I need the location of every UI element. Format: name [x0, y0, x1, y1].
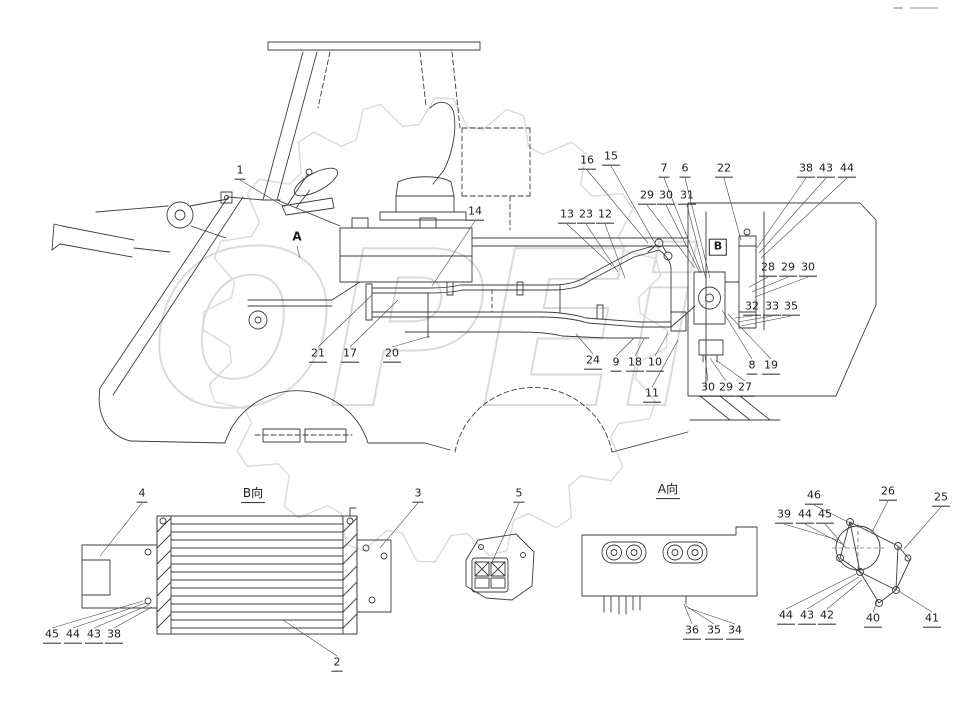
ac-hoses	[365, 244, 696, 339]
part-number-label: 45	[816, 508, 834, 524]
part-number-label: 26	[879, 485, 897, 501]
part-number-label: 41	[923, 612, 941, 628]
part-number-label: 30	[799, 261, 817, 277]
part-number-label: 22	[715, 162, 733, 178]
part-number-label: 35	[705, 624, 723, 640]
seat	[379, 101, 467, 221]
view-title: A向	[655, 482, 681, 499]
part-number-label: 33	[763, 300, 781, 316]
part-number-label: 43	[85, 628, 103, 644]
part-number-label: 34	[726, 624, 744, 640]
vent-panel-a-view	[581, 526, 758, 615]
part-number-label: 13	[558, 208, 576, 224]
part-number-label: 44	[777, 609, 795, 625]
part-number-label: 10	[646, 356, 664, 372]
part-number-label: 46	[805, 489, 823, 505]
part-number-label: 43	[817, 162, 835, 178]
tensioner-bracket	[831, 518, 912, 607]
view-title: B向	[240, 486, 266, 503]
part-number-label: 43	[798, 609, 816, 625]
part-number-label: 44	[796, 508, 814, 524]
part-number-label: 2	[331, 656, 343, 672]
section-letter: B	[708, 238, 728, 256]
ac-components	[647, 228, 757, 363]
watermark-gear-icon	[202, 97, 668, 563]
watermark: OPEi	[151, 97, 705, 563]
part-number-label: 29	[717, 381, 735, 397]
part-number-label: 38	[105, 628, 123, 644]
part-number-label: 9	[610, 356, 622, 372]
part-number-label: 25	[932, 491, 950, 507]
part-number-label: 3	[412, 487, 424, 503]
part-number-label: 15	[602, 150, 620, 166]
part-number-label: 35	[782, 300, 800, 316]
part-number-label: 11	[643, 387, 661, 403]
part-number-label: 6	[679, 162, 691, 178]
part-number-label: 28	[759, 261, 777, 277]
part-number-label: 12	[596, 208, 614, 224]
front-frame	[98, 191, 689, 453]
part-number-label: 30	[657, 189, 675, 205]
part-number-label: 36	[683, 624, 701, 640]
part-number-label: 17	[341, 347, 359, 363]
condenser-b-view	[81, 507, 392, 635]
part-number-label: 30	[699, 381, 717, 397]
part-number-label: 39	[775, 508, 793, 524]
lift-arm	[51, 198, 229, 258]
steering-wheel	[281, 167, 339, 216]
section-letter: A	[292, 229, 302, 244]
part-number-label: 44	[838, 162, 856, 178]
part-number-label: 8	[746, 359, 758, 375]
part-number-label: 7	[658, 162, 670, 178]
watermark-text: OPEi	[152, 205, 698, 456]
leader-lines	[51, 165, 942, 657]
platform-details	[247, 281, 361, 443]
part-number-label: 32	[743, 300, 761, 316]
part-number-label: 14	[466, 205, 484, 221]
part-number-label: 19	[762, 359, 780, 375]
part-number-label: 29	[638, 189, 656, 205]
part-number-label: 24	[584, 354, 602, 370]
part-number-label: 5	[513, 487, 525, 503]
part-number-label: 4	[136, 487, 148, 503]
part-number-label: 31	[678, 189, 696, 205]
part-number-label: 27	[736, 381, 754, 397]
canopy	[267, 41, 481, 51]
part-number-label: 45	[43, 628, 61, 644]
part-number-label: 42	[818, 609, 836, 625]
switch-bracket	[465, 533, 535, 601]
part-number-label: 18	[626, 356, 644, 372]
part-number-label: 1	[234, 164, 246, 180]
part-number-label: 29	[779, 261, 797, 277]
part-number-label: 16	[578, 154, 596, 170]
part-number-label: 44	[64, 628, 82, 644]
part-number-label: 21	[309, 347, 327, 363]
part-number-label: 40	[864, 612, 882, 628]
part-number-label: 23	[577, 208, 595, 224]
part-number-label: 38	[797, 162, 815, 178]
part-number-label: 20	[383, 347, 401, 363]
